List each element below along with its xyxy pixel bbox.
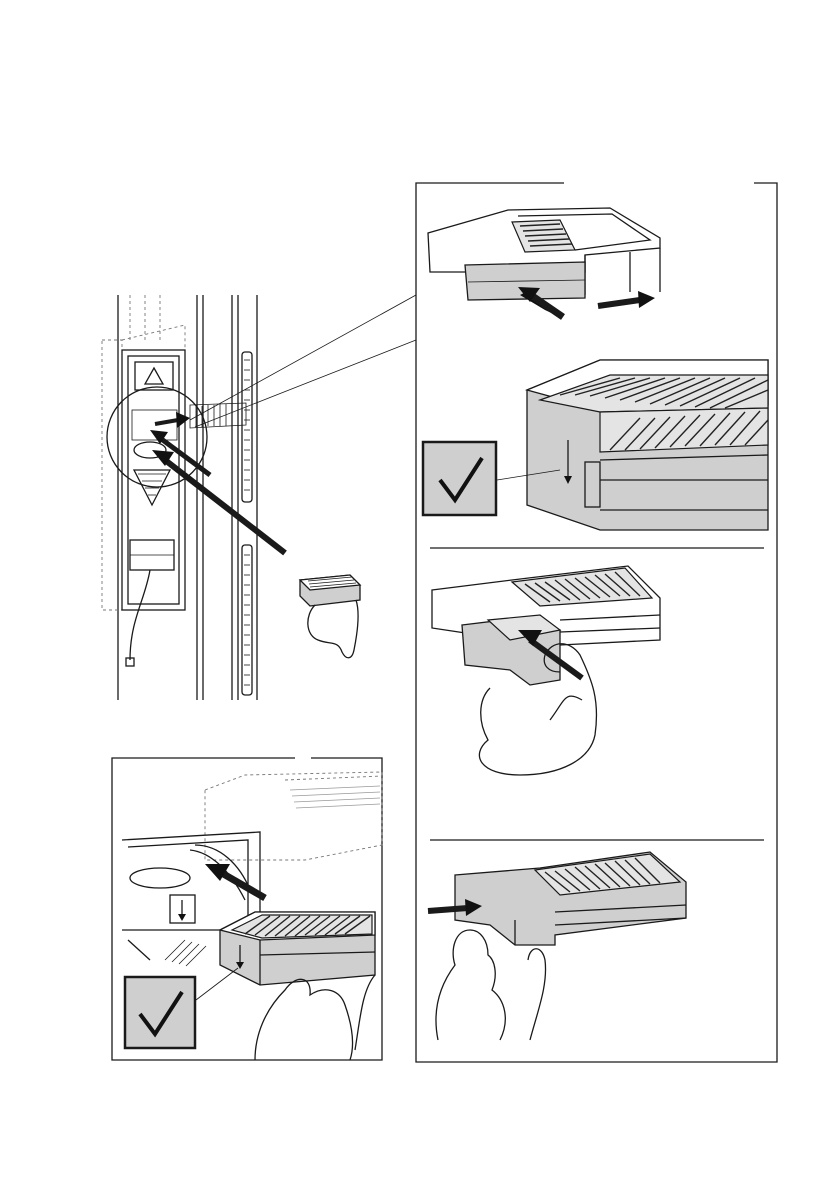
filter-insertion-check — [112, 758, 382, 1060]
filter-assembly-step-1 — [428, 208, 660, 318]
filter-assembly-step-4 — [428, 852, 686, 1040]
checkmark-icon — [423, 442, 496, 515]
filter-assembly-step-3 — [432, 566, 660, 775]
warning-triangle-icon — [145, 368, 163, 384]
overview-appliance-filter-location — [102, 295, 416, 700]
vent-slot-strip-bottom — [242, 545, 252, 695]
checkmark-icon — [125, 977, 195, 1048]
push-arrow-icon — [150, 412, 285, 553]
grille-filter-icon — [300, 575, 360, 606]
hand-icon — [255, 979, 352, 1060]
hand-icon — [308, 600, 358, 658]
vent-slot-strip-top — [242, 352, 252, 502]
hand-icon — [436, 930, 505, 1040]
filter-assembly-step-2-orientation-check — [423, 360, 768, 530]
